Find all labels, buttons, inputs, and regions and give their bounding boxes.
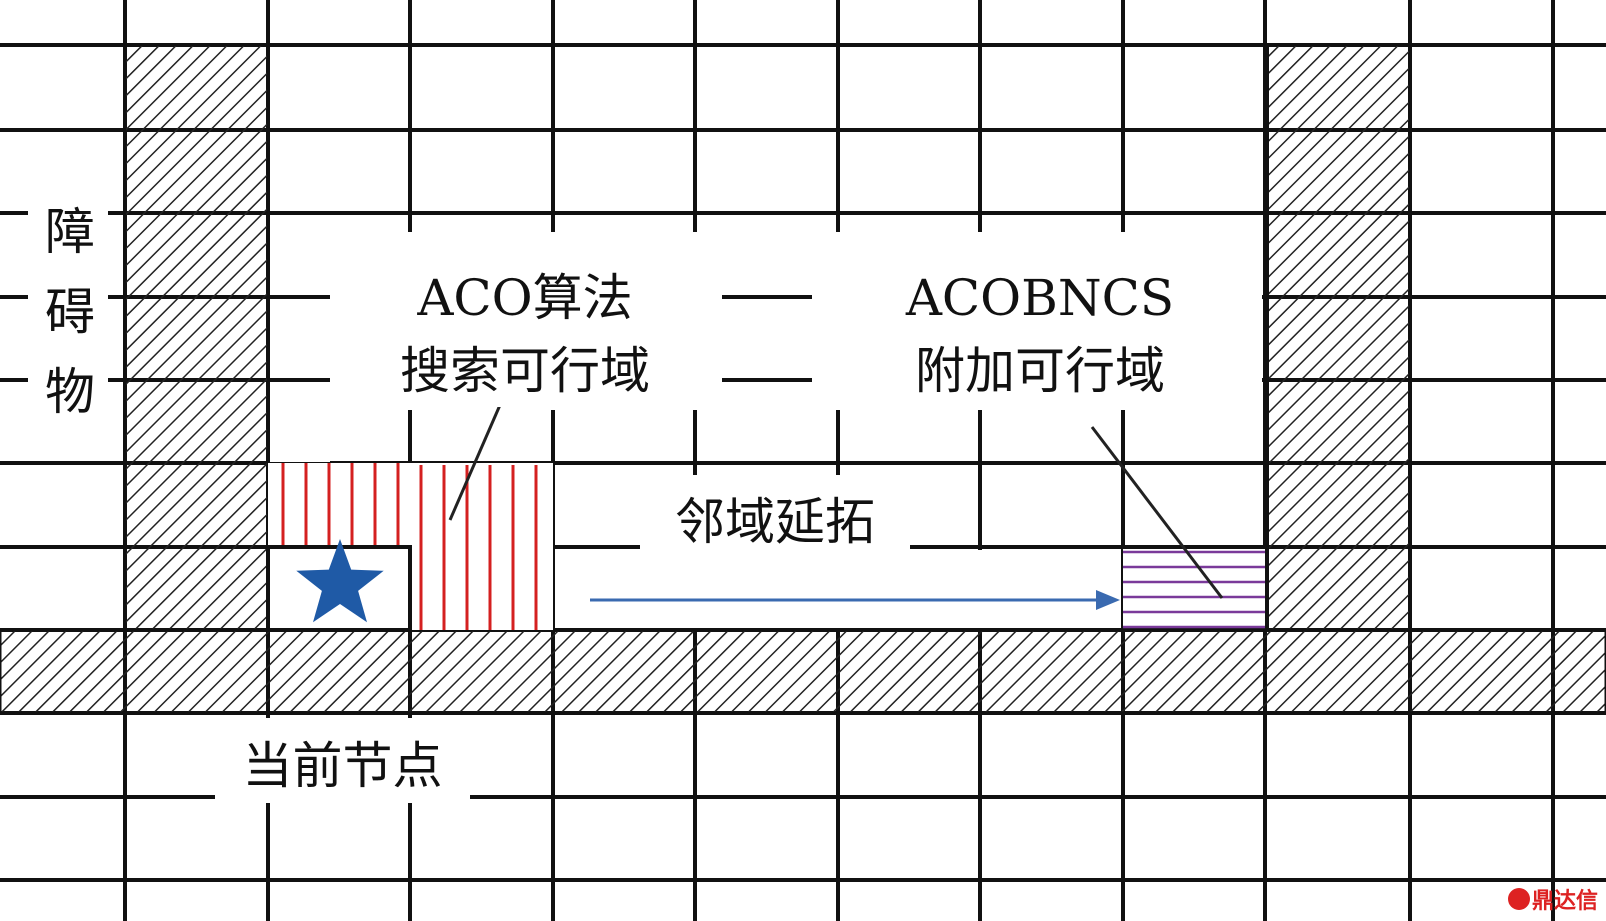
aco-search-feasible-region bbox=[268, 463, 553, 630]
obstacle-label: 障碍物 bbox=[40, 192, 100, 432]
watermark-logo-icon bbox=[1507, 888, 1530, 910]
acobncs-leader-line bbox=[1090, 426, 1224, 599]
current-node-label: 当前节点 bbox=[215, 730, 470, 803]
neighborhood-extension-label: 邻域延拓 bbox=[640, 486, 910, 559]
acobncs-label-line1: ACOBNCS bbox=[905, 269, 1175, 327]
aco-leader-line bbox=[448, 404, 502, 521]
acobncs-region-label: ACOBNCS 附加可行域 bbox=[840, 262, 1240, 407]
label-background bbox=[720, 384, 815, 404]
label-background bbox=[555, 550, 1120, 628]
label-background bbox=[720, 300, 815, 376]
label-background bbox=[270, 215, 330, 295]
watermark: 鼎达信 bbox=[1507, 883, 1598, 915]
obstacle-right-column bbox=[1267, 44, 1411, 631]
current-node-star-icon bbox=[296, 539, 384, 623]
aco-region-label: ACO算法 搜索可行域 bbox=[330, 262, 720, 407]
watermark-text: 鼎达信 bbox=[1531, 889, 1598, 914]
aco-label-line1: ACO算法 bbox=[417, 269, 633, 327]
label-background bbox=[270, 384, 330, 462]
arrow-head-icon bbox=[1096, 590, 1120, 610]
aco-cell bbox=[268, 463, 410, 547]
aco-cell bbox=[410, 463, 553, 630]
obstacle-left-column bbox=[124, 44, 269, 631]
label-background bbox=[720, 215, 815, 293]
aco-label-line2: 搜索可行域 bbox=[400, 341, 650, 400]
obstacle-bottom-row bbox=[0, 628, 1606, 715]
acobncs-label-line2: 附加可行域 bbox=[915, 341, 1165, 400]
